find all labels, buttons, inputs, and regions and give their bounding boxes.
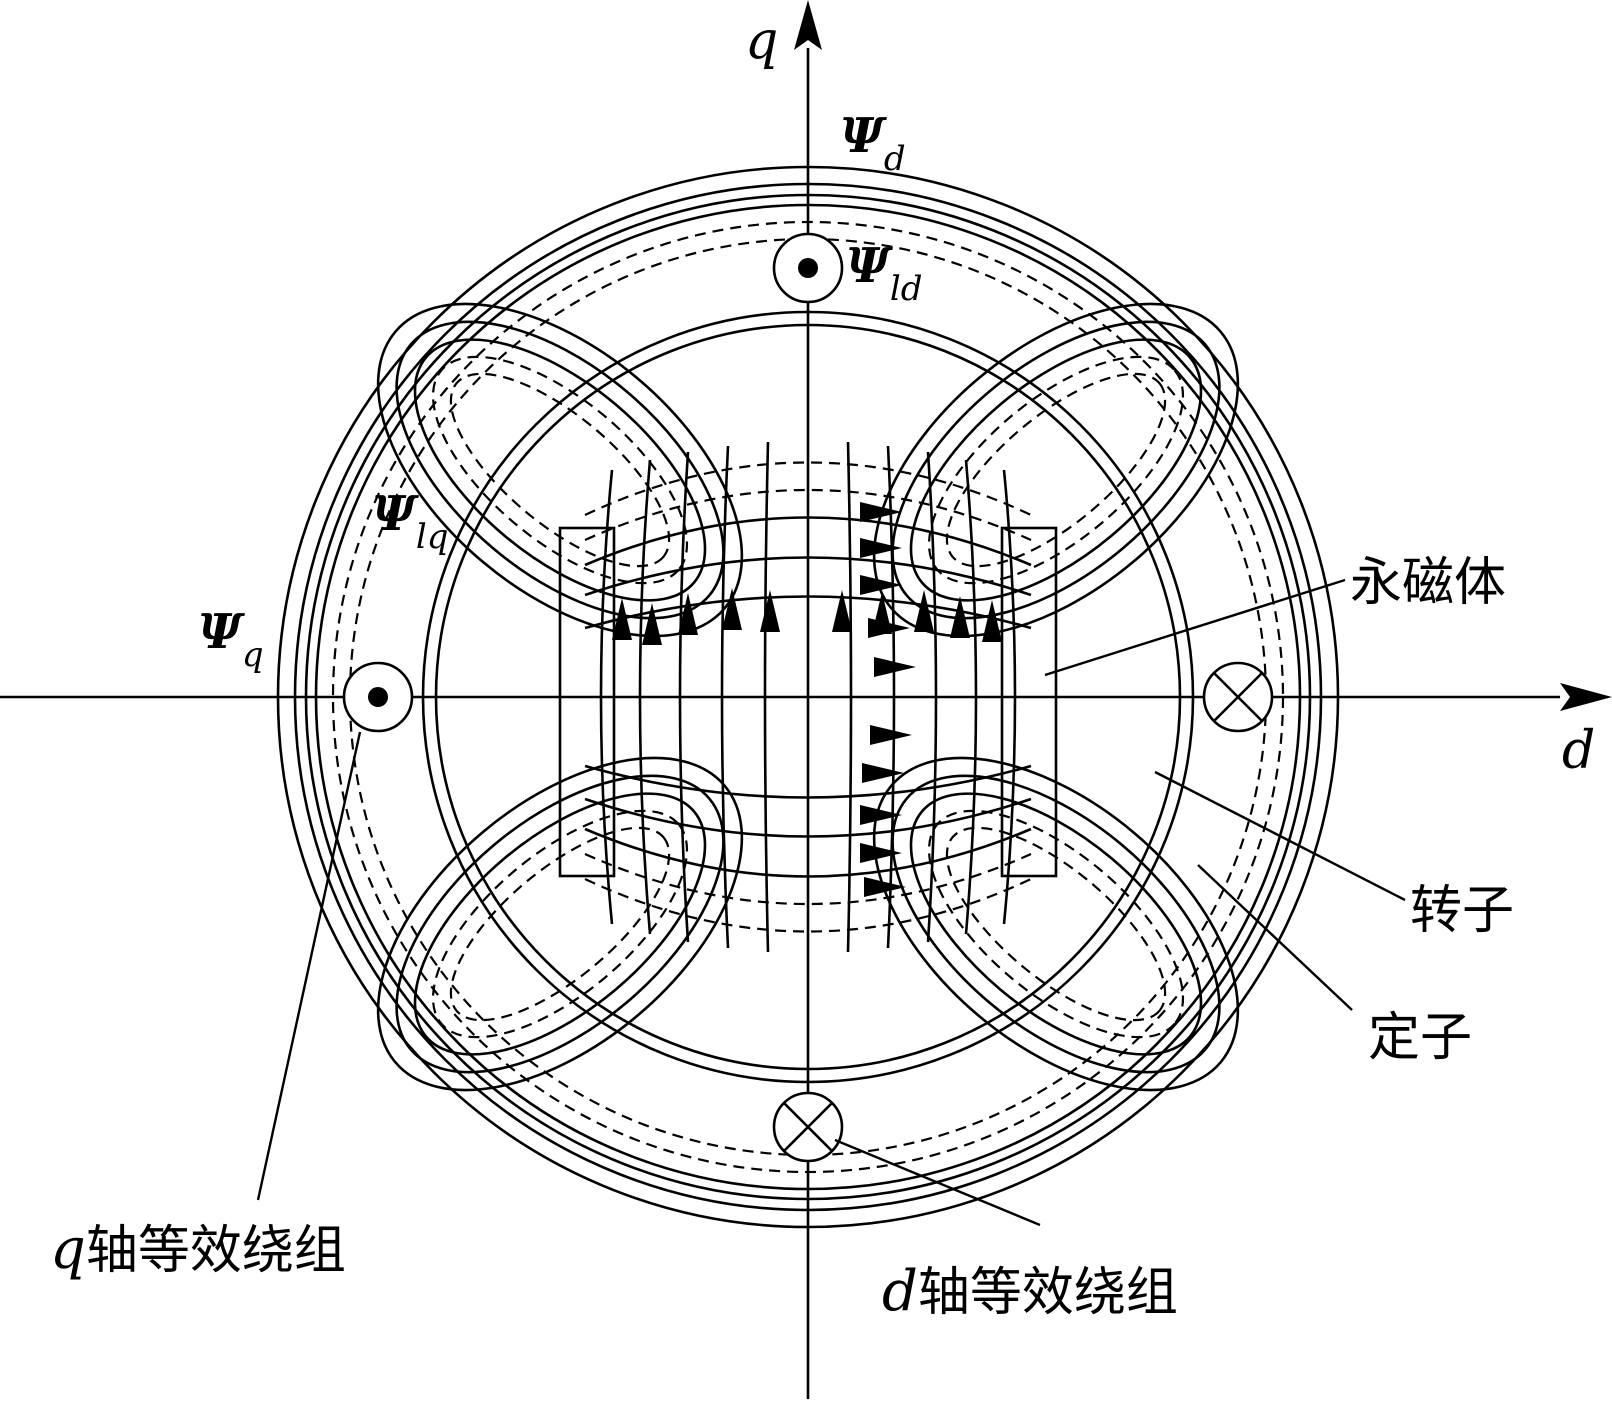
flux-arrow	[832, 590, 852, 632]
rotor-ring-outer	[421, 310, 1195, 1084]
core-vertical-flux	[599, 441, 1017, 953]
flux-symbol-labels: Ψd Ψld Ψq Ψlq	[198, 108, 922, 675]
magnet-left	[558, 526, 616, 878]
stator-ring-dashed-1	[331, 220, 1285, 1174]
magnet-right	[1000, 526, 1058, 878]
stator-ring-outer	[276, 165, 1340, 1229]
leader-lines	[256, 578, 1406, 1227]
winding-bottom-cross-icon	[772, 1091, 844, 1163]
core-flux-arcs	[584, 461, 1032, 933]
winding-top-dot-icon	[772, 232, 844, 304]
flux-lobes	[376, 302, 1240, 1092]
flux-arrow	[678, 593, 698, 635]
flux-arrow	[874, 657, 916, 677]
flux-lobe-bottom-left	[376, 756, 744, 1092]
flux-arrow	[642, 603, 662, 645]
flux-arrow	[862, 763, 904, 783]
rotor	[421, 310, 1195, 1084]
stator-ring-4	[314, 203, 1302, 1191]
magnet-callout: 永磁体	[1350, 553, 1506, 613]
psi-ld-label: Ψld	[846, 238, 922, 309]
d-axis-label: d	[1562, 721, 1595, 781]
flux-arrow	[860, 502, 902, 522]
q-axis-arrowhead	[794, 0, 822, 50]
psi-q-label: Ψq	[198, 604, 264, 675]
psi-lq-label: Ψlq	[372, 486, 448, 557]
rotor-callout: 转子	[1410, 881, 1514, 941]
winding-left-dot-icon	[342, 661, 414, 733]
stator-leader	[1197, 864, 1353, 1011]
winding-right-cross-icon	[1202, 661, 1274, 733]
stator-ring-3	[304, 193, 1312, 1201]
d-axis-arrowhead	[1560, 683, 1612, 711]
flux-arrow	[914, 590, 934, 632]
q-winding-leader	[256, 731, 362, 1201]
q-winding-callout: q轴等效绕组	[50, 1217, 346, 1282]
flux-arrow	[860, 575, 902, 595]
magnet-leader	[1044, 578, 1346, 677]
d-winding-callout: d轴等效绕组	[882, 1259, 1178, 1324]
flux-arrows-up	[612, 588, 1002, 645]
flux-arrow	[868, 618, 910, 638]
permanent-magnets	[558, 526, 1058, 878]
psi-d-label: Ψd	[840, 108, 906, 179]
stator-callout: 定子	[1368, 1008, 1472, 1068]
callout-labels: 永磁体 转子 定子 q轴等效绕组 d轴等效绕组	[50, 553, 1514, 1324]
flux-arrows-right	[860, 502, 916, 897]
q-axis-label: q	[745, 11, 778, 71]
flux-arrow	[860, 843, 902, 863]
flux-arrow	[982, 600, 1002, 642]
flux-arrow	[612, 598, 632, 640]
d-winding-leader	[834, 1138, 1041, 1227]
rotor-ring-inner	[434, 323, 1182, 1071]
stator-ring-2	[293, 182, 1323, 1212]
flux-arrow	[864, 877, 906, 897]
flux-arrow	[860, 538, 902, 558]
flux-arrow	[860, 805, 902, 825]
flux-arrow	[722, 588, 742, 630]
flux-arrow	[950, 596, 970, 638]
winding-markers	[342, 232, 1274, 1163]
flux-arrow	[760, 590, 780, 632]
rotor-leader	[1154, 770, 1406, 902]
flux-arrow	[870, 725, 912, 745]
